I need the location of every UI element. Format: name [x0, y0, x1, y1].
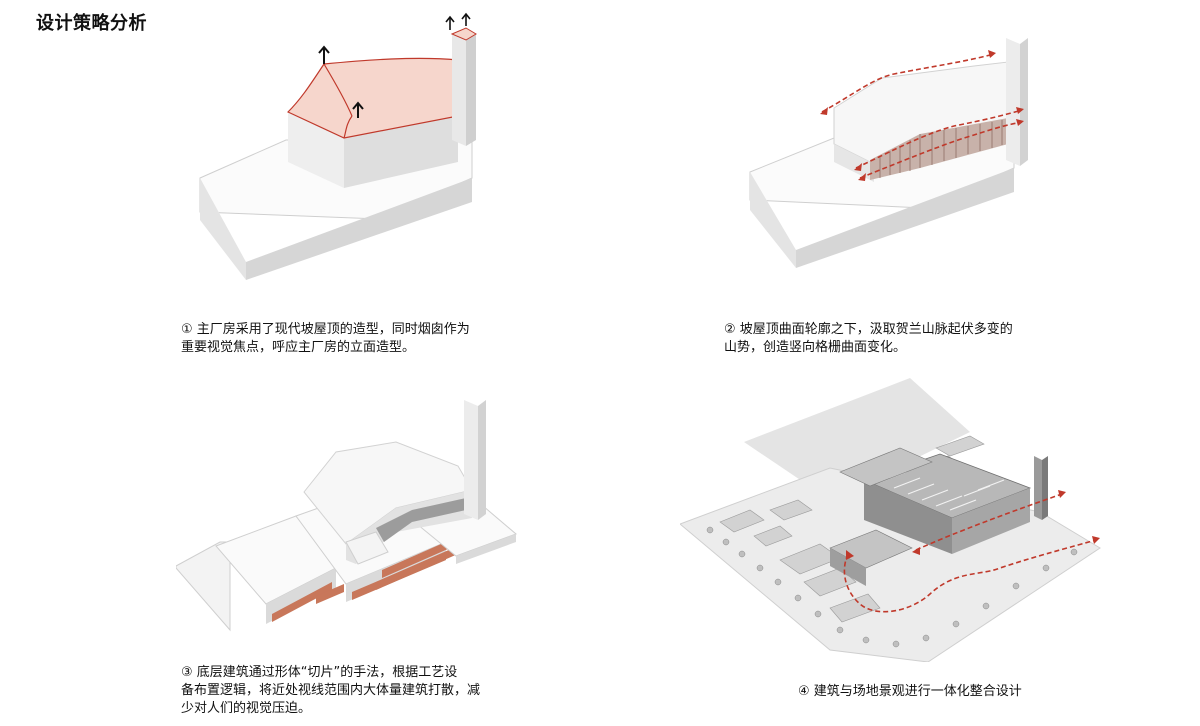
caption-1-line-2: 重要视觉焦点，呼应主厂房的立面造型。 — [181, 340, 416, 355]
site-plate-back — [744, 378, 970, 500]
landscape-flow-arrow — [843, 493, 1097, 613]
hall-shadow-cut — [376, 498, 466, 542]
page-title: 设计策略分析 — [36, 13, 147, 34]
base-block-front — [750, 172, 796, 268]
hall-front — [834, 144, 874, 182]
diagram-2-roof-contour — [724, 22, 1060, 302]
roof-valley-line — [343, 115, 353, 139]
chimney-side — [466, 34, 476, 146]
chimney-side — [478, 400, 486, 520]
caption-1: ① 主厂房采用了现代坡屋顶的造型，同时烟囱作为 重要视觉焦点，呼应主厂房的立面造… — [181, 321, 470, 357]
diagram-3-sliced-base — [176, 392, 520, 656]
up-arrow-icon — [445, 12, 471, 30]
diagram-1-roof-chimney — [176, 12, 520, 302]
roof-ridge-line — [323, 63, 353, 117]
caption-3-line-2: 备布置逻辑，将近处视线范围内大体量建筑打散，减 — [181, 683, 481, 698]
site-blocks — [719, 435, 985, 623]
caption-4: ④ 建筑与场地景观进行一体化整合设计 — [798, 683, 1022, 701]
caption-3-line-1: ③ 底层建筑通过形体“切片”的手法，根据工艺设 — [181, 665, 458, 680]
caption-2-line-2: 山势，创造竖向格栅曲面变化。 — [724, 340, 907, 355]
roof-stripes — [879, 471, 1005, 511]
caption-2: ② 坡屋顶曲面轮廓之下，汲取贺兰山脉起伏多变的 山势，创造竖向格栅曲面变化。 — [724, 321, 1013, 357]
slice-brick-band — [316, 584, 344, 604]
caption-1-line-1: ① 主厂房采用了现代坡屋顶的造型，同时烟囱作为 — [181, 322, 470, 337]
grille-lines — [879, 120, 1003, 178]
main-hall-facade — [864, 480, 952, 554]
tree-dots — [706, 526, 1078, 648]
hall-block-side — [344, 116, 458, 188]
secondary-hall-front — [830, 548, 866, 586]
chimney-front — [1034, 456, 1042, 520]
base-block-front — [200, 178, 246, 280]
base-block-side — [246, 178, 472, 280]
caption-3: ③ 底层建筑通过形体“切片”的手法，根据工艺设 备布置逻辑，将近处视线范围内大体… — [181, 664, 480, 718]
diagram-1-svg — [199, 12, 477, 280]
chimney-side — [1020, 38, 1028, 166]
caption-2-line-1: ② 坡屋顶曲面轮廓之下，汲取贺兰山脉起伏多变的 — [724, 322, 1013, 337]
base-block-side — [796, 168, 1014, 268]
chimney-front — [452, 34, 466, 146]
chimney-front — [464, 400, 478, 520]
chimney-top — [450, 27, 477, 41]
vertical-grille-facade — [870, 118, 1008, 180]
caption-3-line-3: 少对人们的视觉压迫。 — [181, 701, 312, 716]
foyer-block — [345, 531, 389, 565]
diagram-4-svg — [680, 378, 1101, 662]
secondary-hall-roof — [829, 529, 913, 569]
diagram-4-site-integration — [680, 372, 1116, 662]
hall-block-front — [288, 112, 344, 188]
roof-contour-arrow — [821, 53, 1023, 179]
diagram-2-svg — [749, 38, 1028, 268]
slice-brick-band — [272, 582, 332, 622]
chimney-front — [1006, 38, 1020, 166]
arrowhead-icon — [820, 50, 1024, 181]
chimney-side — [1042, 456, 1048, 520]
diagram-3-svg — [176, 400, 517, 632]
caption-4-line-1: ④ 建筑与场地景观进行一体化整合设计 — [798, 684, 1022, 699]
slice-block-side — [456, 534, 516, 564]
up-arrow-icon — [352, 101, 364, 118]
secondary-hall-roof — [839, 447, 933, 487]
up-arrow-icon — [318, 45, 330, 64]
ground-plate — [176, 541, 231, 632]
main-hall-side — [952, 488, 1030, 554]
arrowhead-icon — [846, 490, 1100, 560]
